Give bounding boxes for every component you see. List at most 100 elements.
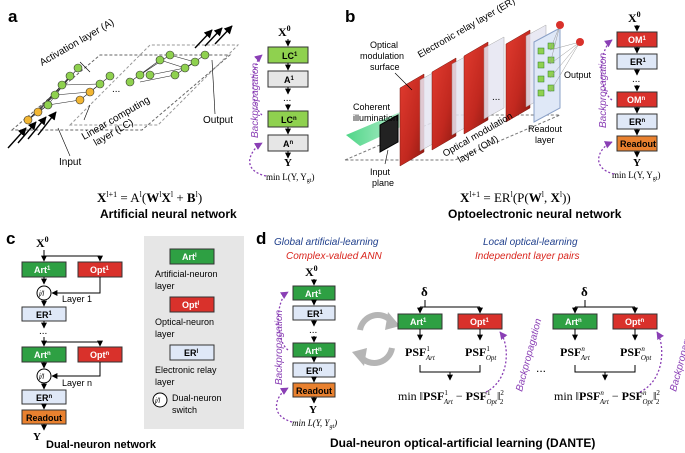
legend-er-box: [169, 344, 215, 361]
activation-layer-label: Activation layer (A): [38, 17, 116, 68]
ann-equation: Xl+1 = Al(WlXl + Bl): [97, 190, 202, 205]
activation-layer-leader: [79, 61, 91, 73]
ann-title: Artificial neural network: [100, 207, 237, 221]
panel-d-label: d: [256, 229, 266, 248]
legend-art-box: [169, 248, 215, 265]
onn-om1-label: OM1: [628, 35, 647, 45]
onn-er1-label: ER1: [630, 57, 647, 67]
panel-a: a: [7, 7, 314, 221]
dnn-er1-label: ER1: [36, 310, 53, 320]
legend-er-desc-line2: layer: [155, 377, 175, 387]
panel-c: c X0 Art1 Opt1 j/l Layer 1 ER1 ... Artn …: [6, 229, 244, 451]
ann-backprop-label: Backpropagation: [250, 63, 261, 138]
panel-d: d Global artificial-learning Complex-val…: [256, 229, 685, 450]
dnn-ellipsis: ...: [39, 326, 47, 337]
legend-er-label: ERl: [184, 348, 199, 358]
legend-opt-desc-line1: Optical-neuron: [155, 317, 214, 327]
coherent-label-line2: illumination: [353, 113, 398, 123]
output-label: Output: [203, 115, 233, 126]
optical-mod-label-line2: modulation: [360, 51, 404, 61]
ann-lc1-label: LC1: [282, 51, 298, 61]
onn-title: Optoelectronic neural network: [448, 207, 622, 221]
coherent-label-line1: Coherent: [353, 102, 391, 112]
output-leader: [211, 59, 216, 115]
legend-opt-desc-line2: layer: [155, 329, 175, 339]
input-plane-leader: [384, 149, 389, 165]
pair1-delta: δ: [421, 284, 428, 299]
global-learning-label: Global artificial-learning: [274, 237, 379, 248]
dante-backprop-arrow1: [275, 387, 293, 423]
optical-mod-leader: [394, 72, 413, 91]
legend-switch-desc-line1: Dual-neuron: [172, 393, 222, 403]
dante-y: Y: [309, 404, 317, 416]
legend-opt-label: Optl: [182, 300, 200, 310]
legend-art-label: Artl: [182, 252, 197, 262]
output-node-1: [576, 38, 584, 46]
legend-art-desc-line2: layer: [155, 281, 175, 291]
onn-backprop-arrow2: [600, 39, 613, 101]
optical-ellipsis: ...: [492, 92, 500, 103]
dnn-switch1-label: j/l: [38, 291, 45, 298]
dante-backprop-arrow2: [277, 291, 289, 351]
pairn-opt-label: Optn: [625, 317, 645, 327]
legend-switch-desc-line2: switch: [172, 405, 197, 415]
dante-ellipsis: ...: [309, 325, 317, 336]
ann-an-label: An: [283, 139, 294, 149]
lc-layer-leader: [83, 104, 91, 121]
onn-readout-label: Readout: [620, 139, 656, 149]
legend-switch-icon: [152, 392, 168, 408]
pairn-backprop-label: Backpropagation: [668, 317, 685, 393]
pair1-backprop-arrow: [485, 331, 508, 393]
ann-a1-label: A1: [284, 75, 295, 85]
input-plane-label-line2: plane: [372, 178, 394, 188]
ann-backprop-arrow1: [249, 142, 267, 177]
legend-er-desc-line1: Electronic relay: [155, 365, 217, 375]
dnn-switchn-label: j/l: [38, 374, 45, 381]
dnn-y: Y: [33, 431, 41, 443]
dnn-optn-label: Optn: [90, 350, 110, 360]
ann-backprop-arrow2: [252, 54, 263, 116]
ann-ellipsis: ...: [283, 93, 291, 104]
local-learning-label: Local optical-learning: [483, 237, 578, 248]
layer-plane-2: [68, 44, 240, 126]
panel-a-label: a: [8, 7, 18, 26]
onn-backprop-label: Backpropagation: [598, 53, 609, 128]
onn-y: Y: [633, 157, 641, 169]
onn-ellipsis: ...: [632, 74, 640, 85]
ann-loss: min L(Y, Ygt): [266, 172, 314, 184]
output-node-2: [556, 21, 564, 29]
readout-connections: [549, 24, 581, 93]
optical-mod-label-line3: surface: [370, 62, 400, 72]
onn-omn-label: OMn: [627, 95, 646, 105]
network-nodes: [23, 50, 210, 125]
dnn-readout-label: Readout: [26, 413, 62, 423]
pairn-art-label: Artn: [565, 317, 582, 327]
dante-art1-label: Art1: [305, 289, 322, 299]
panel-b-label: b: [345, 7, 355, 26]
dante-loss: min L(Y, Ygt): [292, 418, 337, 430]
optical-modulation-layers: [399, 24, 547, 167]
dante-readout-label: Readout: [296, 386, 332, 396]
onn-x0: X0: [628, 10, 641, 25]
input-label: Input: [59, 157, 81, 168]
pair1-backprop-label: Backpropagation: [514, 317, 544, 393]
legend-switch-icon-label: j/l: [154, 398, 161, 405]
input-arrows: [7, 111, 57, 149]
dnn-artn-label: Artn: [34, 350, 51, 360]
dnn-layer1-label: Layer 1: [62, 294, 92, 304]
pair1-opt-label: Opt1: [470, 317, 490, 327]
readout-plane: [533, 27, 561, 123]
pairn-bracket: [574, 365, 636, 373]
pairn-delta: δ: [581, 284, 588, 299]
pairn-backprop-arrow: [639, 331, 664, 393]
network-ellipsis: ...: [112, 84, 120, 95]
ann-y: Y: [284, 157, 292, 169]
input-plane-label-line1: Input: [370, 167, 391, 177]
onn-output-label: Output: [564, 70, 592, 80]
dante-x0: X0: [305, 264, 318, 279]
